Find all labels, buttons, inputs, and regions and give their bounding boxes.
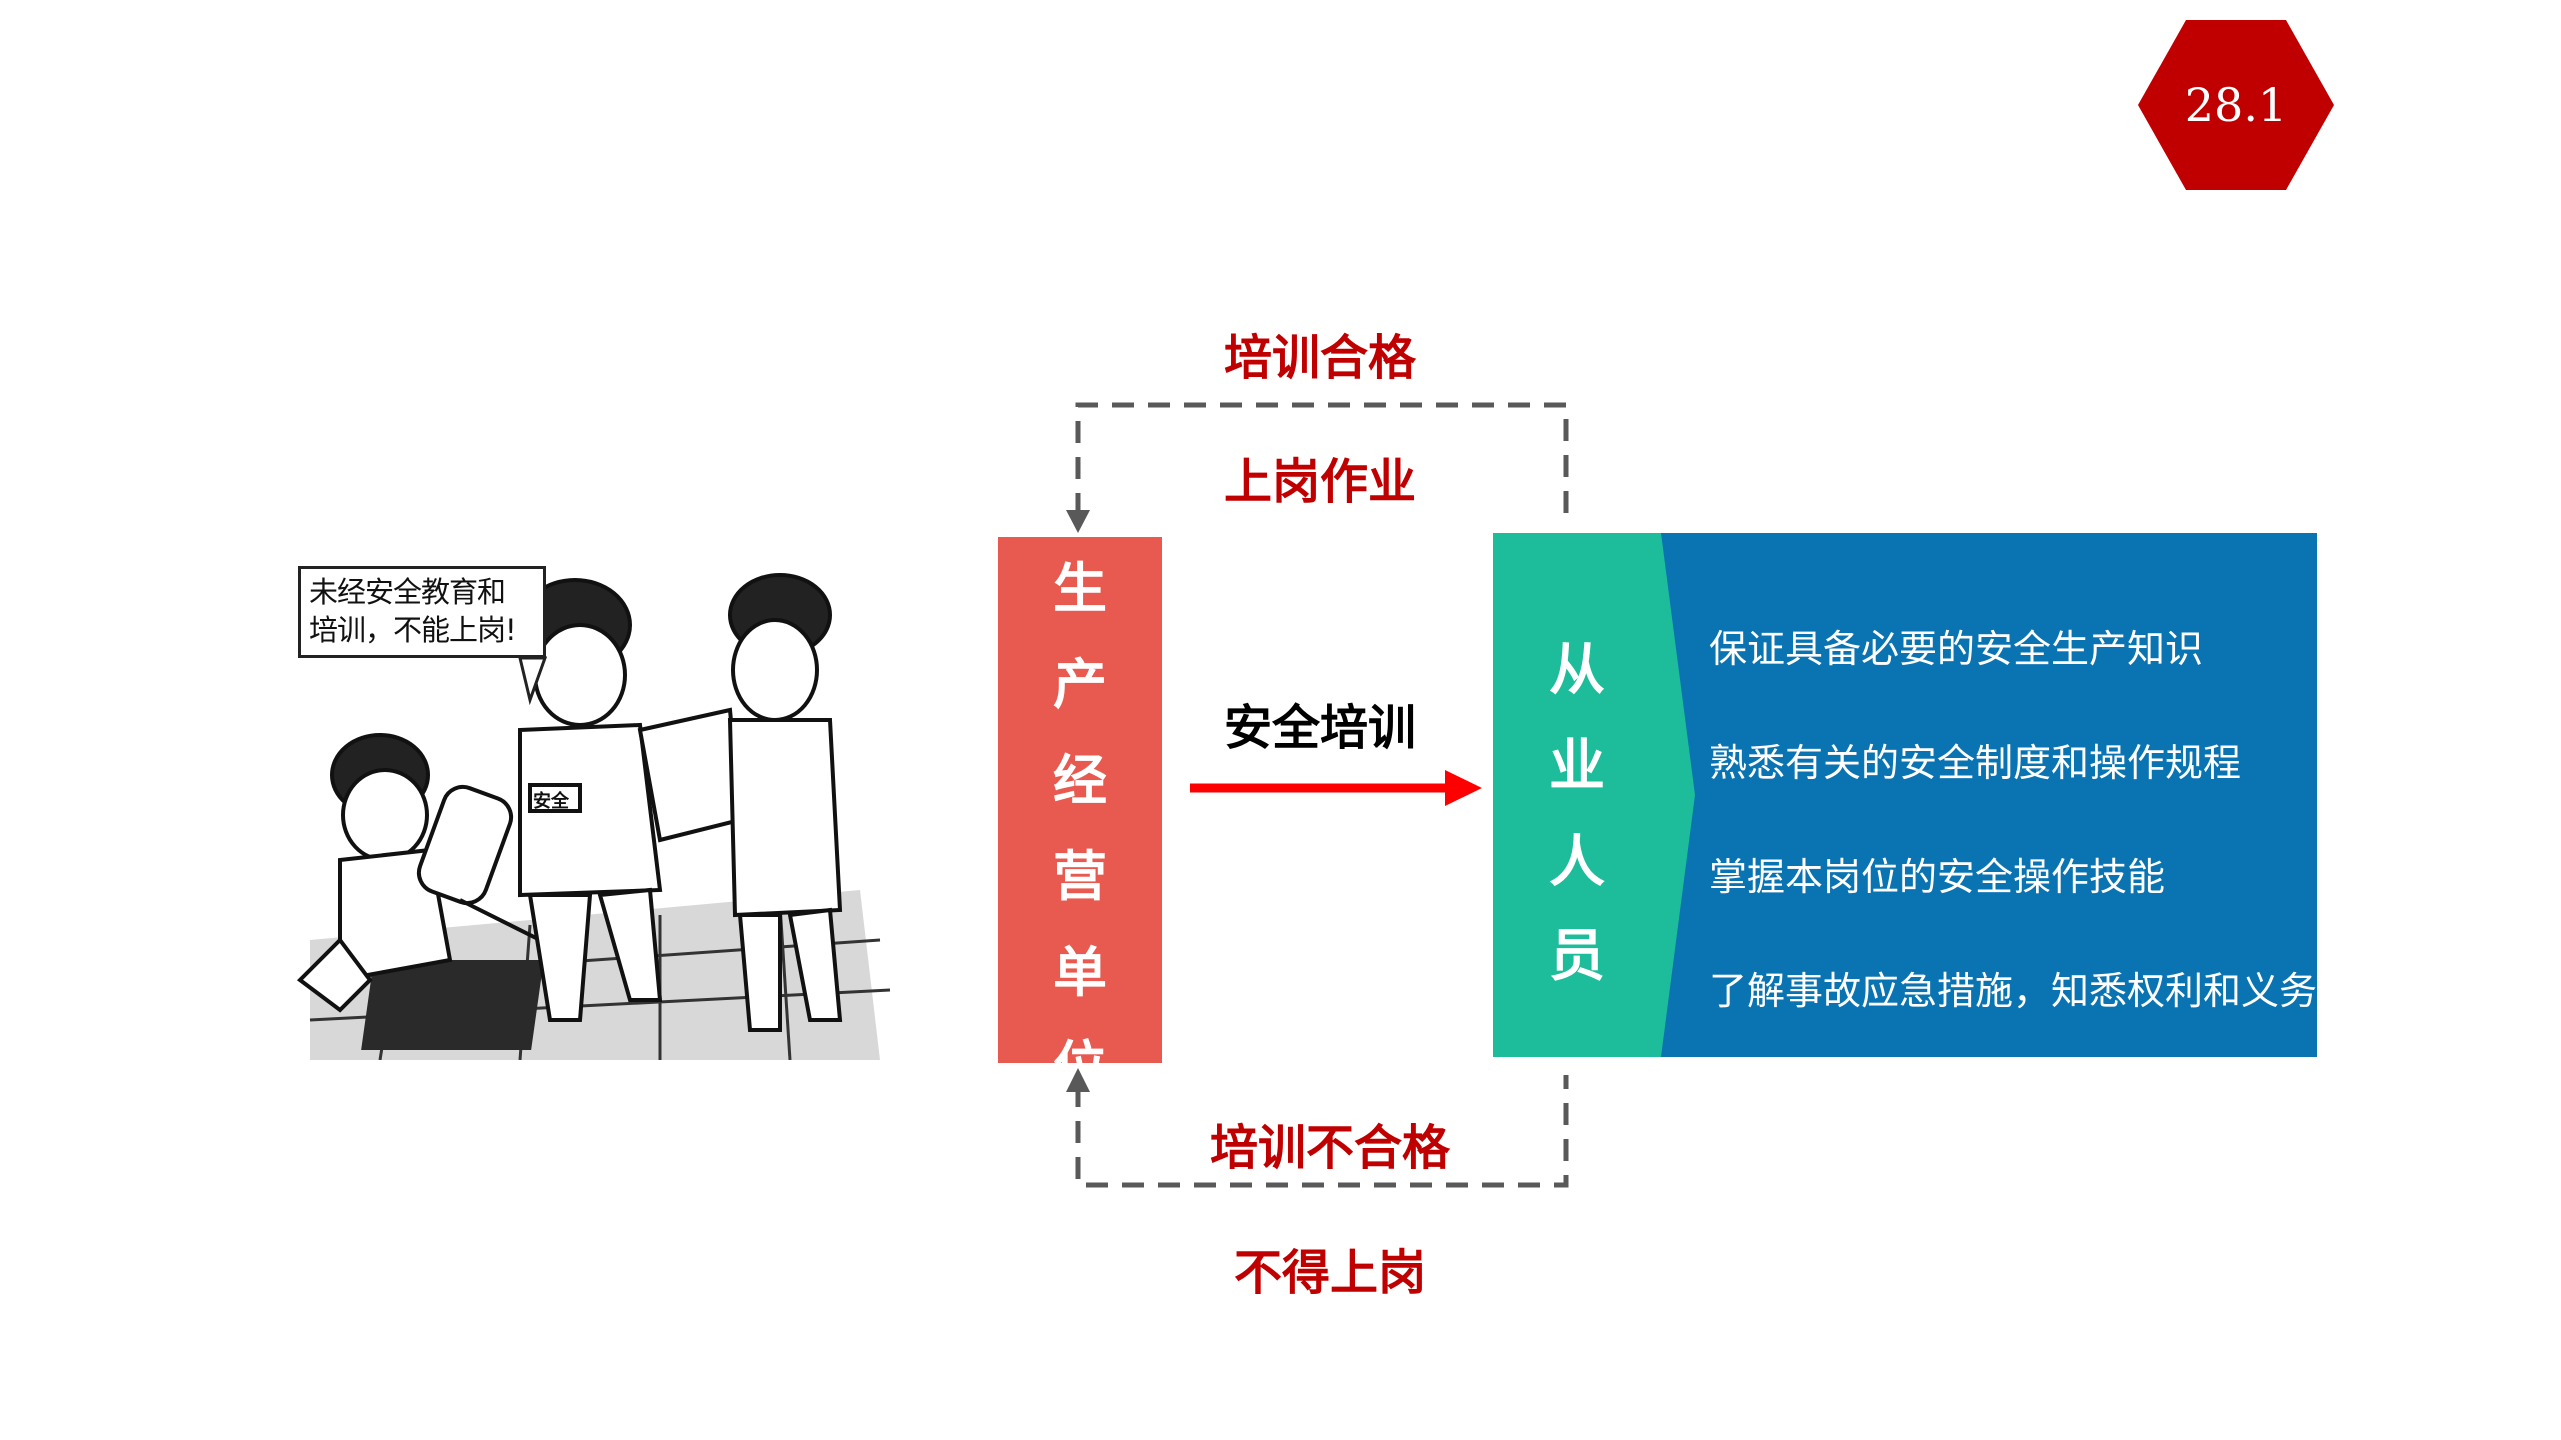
- unit-char-1: 生: [1053, 557, 1107, 620]
- safety-cartoon-illustration: [280, 560, 900, 1060]
- speech-line-2: 培训，不能上岗!: [309, 613, 517, 647]
- employee-char-4: 员: [1549, 924, 1605, 989]
- workers-drawing: [296, 573, 891, 1060]
- page-number: 28.1: [2184, 78, 2288, 132]
- employee-duties-box: 保证具备必要的安全生产知识 熟悉有关的安全制度和操作规程 掌握本岗位的安全操作技…: [1661, 533, 2317, 1057]
- armband-label: 安全: [533, 791, 569, 812]
- employee-char-2: 业: [1549, 734, 1605, 799]
- unit-char-2: 产: [1053, 653, 1107, 716]
- label-no-work: 不得上岗: [1233, 1245, 1426, 1301]
- duty-item-3: 掌握本岗位的安全操作技能: [1709, 855, 2166, 899]
- bottom-loop-arrowhead: [1066, 1068, 1090, 1092]
- unit-char-3: 经: [1053, 749, 1107, 812]
- speech-bubble: 未经安全教育和 培训，不能上岗!: [298, 566, 546, 658]
- training-arrowhead: [1445, 770, 1482, 806]
- unit-char-5: 单: [1053, 941, 1107, 1004]
- speech-line-1: 未经安全教育和: [309, 575, 506, 609]
- employees-label-box: 从 业 人 员: [1493, 533, 1661, 1057]
- label-passed-training: 培训合格: [1223, 330, 1416, 386]
- production-unit-box: 生 产 经 营 单 位: [998, 537, 1162, 1063]
- employee-char-3: 人: [1549, 830, 1605, 895]
- top-loop-arrowhead: [1066, 510, 1090, 533]
- label-safety-training: 安全培训: [1223, 700, 1416, 756]
- hexagon-shape: [2138, 20, 2334, 190]
- page-number-badge: 28.1: [2138, 20, 2334, 190]
- label-start-work: 上岗作业: [1223, 454, 1416, 510]
- unit-char-6: 位: [998, 1037, 1162, 1064]
- duty-item-4: 了解事故应急措施，知悉权利和义务: [1709, 969, 2318, 1013]
- employee-char-1: 从: [1549, 638, 1605, 703]
- duty-item-2: 熟悉有关的安全制度和操作规程: [1709, 741, 2242, 785]
- duty-item-1: 保证具备必要的安全生产知识: [1709, 627, 2204, 671]
- chevron-divider: [1661, 533, 1695, 1057]
- unit-char-4: 营: [1053, 845, 1107, 908]
- label-failed-training: 培训不合格: [1209, 1120, 1450, 1176]
